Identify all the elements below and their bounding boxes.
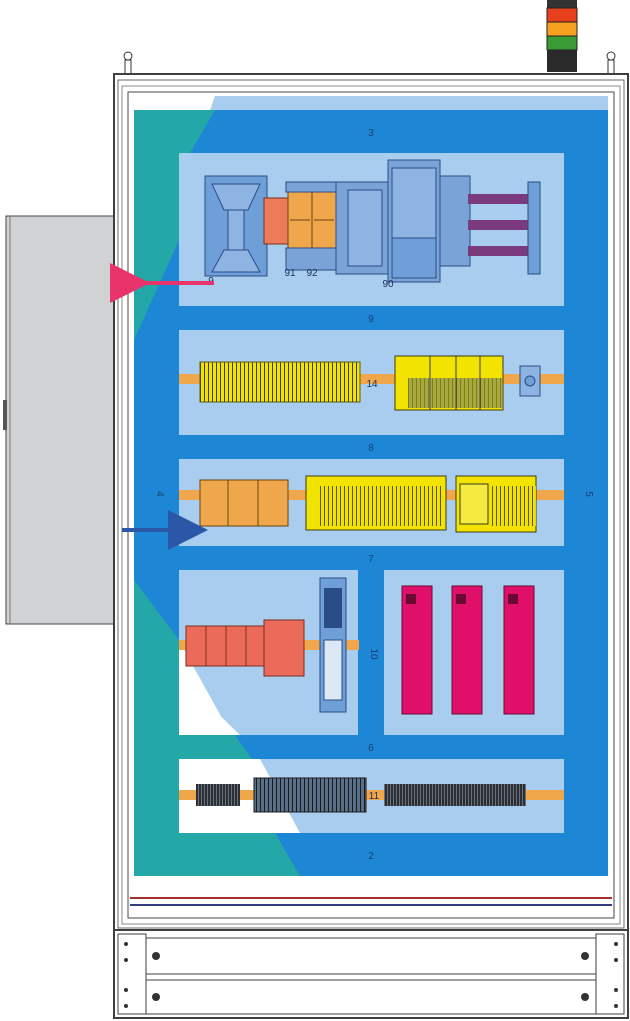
label-rail-14: 14 (366, 379, 378, 390)
terminal-section-4: 11 (179, 777, 564, 813)
duct-5 (564, 153, 608, 833)
cabinet-plinth (113, 897, 629, 1019)
signal-lamp-1 (546, 21, 578, 37)
label-duct-9: 9 (368, 314, 374, 325)
label-duct-7: 7 (368, 554, 374, 565)
label-duct-6: 6 (368, 743, 374, 754)
label-duct-3: 3 (368, 128, 374, 139)
label-duct-2: 2 (368, 851, 374, 862)
duct-9 (179, 306, 564, 330)
label-rail-11: 11 (369, 791, 380, 802)
lifting-eyes (123, 51, 616, 75)
label-duct-5: 5 (583, 491, 594, 497)
label-duct-4: 4 (154, 491, 165, 497)
signal-tower-lamp (546, 0, 578, 72)
label-duct-10: 10 (368, 648, 379, 660)
duct-3 (134, 110, 608, 153)
duct-10 (358, 570, 384, 735)
duct-7 (179, 546, 564, 570)
terminal-section-1: 14 (179, 355, 564, 411)
shade-section-4 (179, 676, 240, 735)
signal-lamp-2 (546, 35, 578, 51)
terminal-section-2 (179, 475, 564, 533)
side-cooling-unit (3, 215, 116, 625)
duct-8 (179, 435, 564, 459)
signal-lamp-0 (546, 7, 578, 23)
label-dev-92: 92 (306, 268, 318, 279)
label-dev-90: 90 (382, 279, 394, 290)
power-section: 91 92 90 9 (204, 159, 541, 290)
label-duct-8: 8 (368, 443, 374, 454)
terminal-section-3 (179, 577, 535, 715)
label-dev-91: 91 (284, 268, 296, 279)
